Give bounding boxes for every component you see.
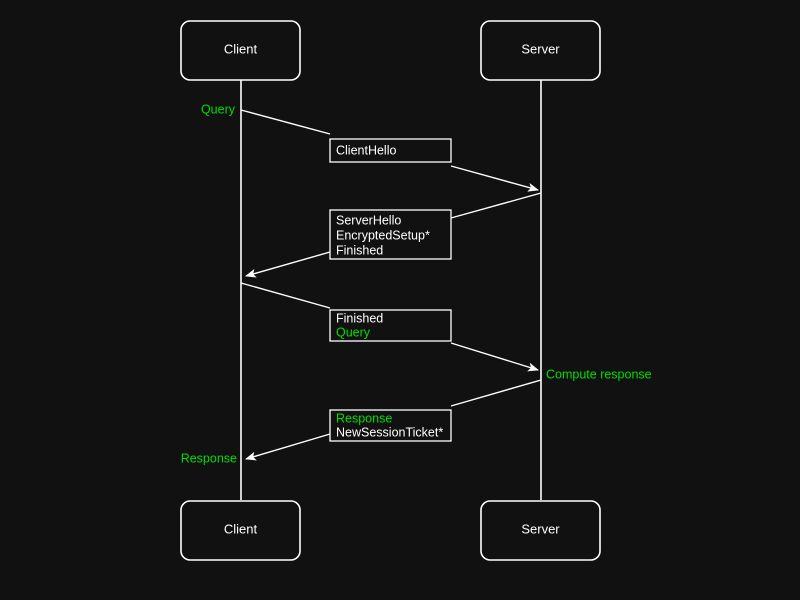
message-box-client-hello[interactable] [329,138,452,163]
message-arrows [240,109,542,461]
message-label-finished-query[interactable]: Finished Query [329,309,452,342]
message-box-finished-query[interactable] [329,309,452,342]
message-label-response-ticket[interactable]: Response NewSessionTicket* [329,409,452,442]
message-text-finished-query-line-0: Finished [336,311,383,325]
msg-line-server-hello-seg2 [245,251,331,278]
message-text-response-ticket-line-0: Response [336,411,392,425]
side-label-query-start: Query [201,102,236,116]
actor-footer-client[interactable]: Client [180,500,301,561]
actor-box-client-top[interactable] [180,20,301,81]
msg-line-response-ticket-seg1 [450,379,542,407]
side-label-compute-response: Compute response [546,367,652,381]
actor-header-client[interactable]: Client [180,20,301,81]
message-text-server-hello-line-1: EncryptedSetup* [336,228,430,242]
message-label-server-hello[interactable]: ServerHello EncryptedSetup* Finished [329,209,452,260]
message-box-server-hello[interactable] [329,209,452,260]
actor-label-client-top: Client [224,41,258,56]
actor-header-server[interactable]: Server [480,20,601,81]
message-text-server-hello-line-0: ServerHello [336,213,401,227]
actor-label-client-bottom: Client [224,521,258,536]
side-label-response-end: Response [181,451,237,465]
message-text-client-hello-line-0: ClientHello [336,143,396,157]
msg-line-finished-query-seg2 [450,342,539,372]
msg-line-response-ticket-seg2 [245,433,331,461]
msg-line-server-hello-seg1 [450,192,542,219]
message-label-client-hello[interactable]: ClientHello [329,138,452,163]
msg-line-client-hello-seg1 [240,109,331,135]
msg-line-client-hello-seg2 [450,165,539,192]
side-annotations: Query Compute response Response [181,102,652,465]
message-box-response-ticket[interactable] [329,409,452,442]
actor-box-server-top[interactable] [480,20,601,81]
actor-label-server-bottom: Server [521,521,560,536]
actor-box-server-bottom[interactable] [480,500,601,561]
actor-box-client-bottom[interactable] [180,500,301,561]
actor-footer-server[interactable]: Server [480,500,601,561]
message-text-response-ticket-line-1: NewSessionTicket* [336,425,443,439]
actor-label-server-top: Server [521,41,560,56]
lifelines [240,80,542,500]
msg-line-finished-query-seg1 [240,282,331,309]
message-text-server-hello-line-2: Finished [336,243,383,257]
message-text-finished-query-line-1: Query [336,325,371,339]
